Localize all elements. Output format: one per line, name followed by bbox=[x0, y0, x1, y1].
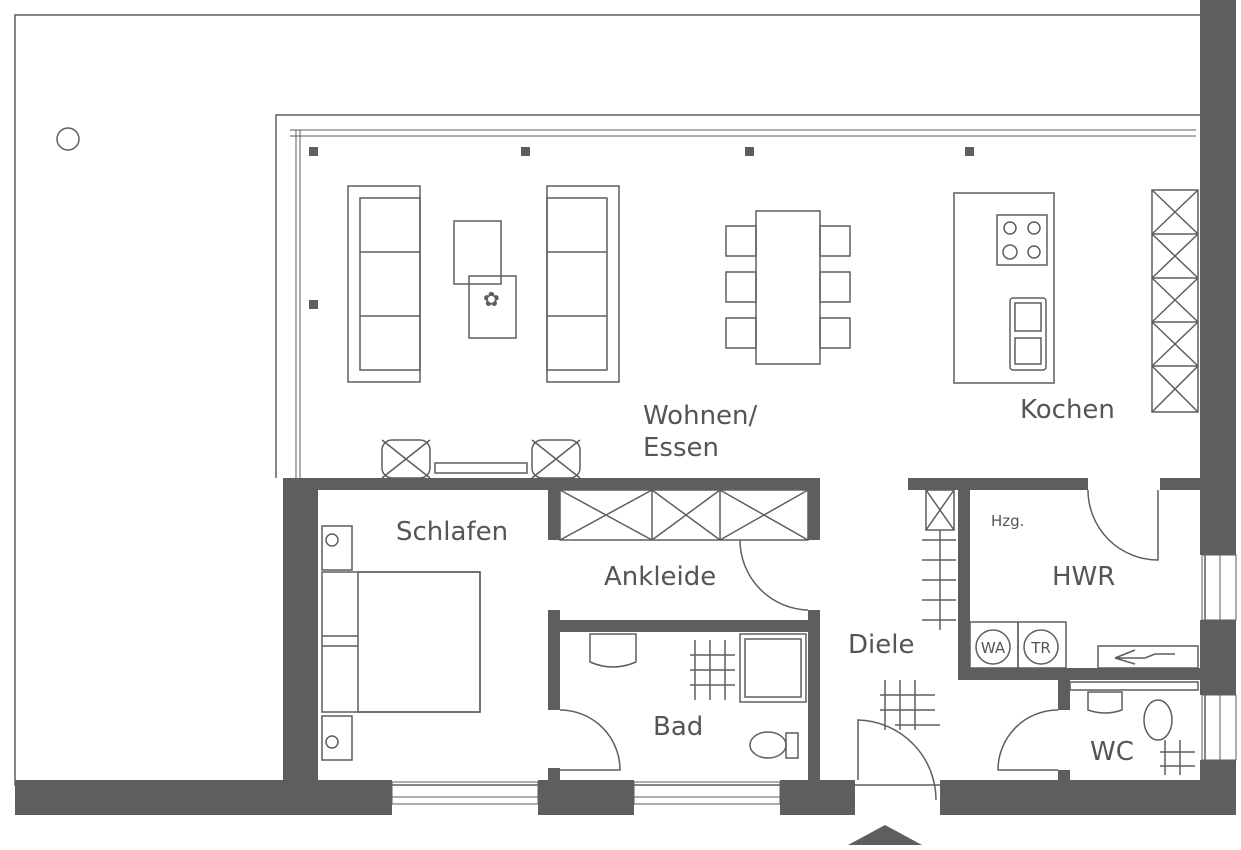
wardrobe bbox=[559, 489, 809, 541]
entrance-arrow-icon bbox=[848, 825, 922, 845]
coffee-table: ✿ bbox=[453, 220, 517, 339]
dryer-label: TR bbox=[1030, 639, 1051, 657]
bath-fixtures bbox=[589, 633, 807, 759]
bed bbox=[321, 525, 481, 761]
columns bbox=[309, 147, 974, 309]
room-label-wohnen-line1: Wohnen/ bbox=[643, 401, 758, 431]
glass-facade bbox=[275, 114, 1200, 478]
hwr-door[interactable] bbox=[1087, 489, 1159, 561]
bad-door[interactable] bbox=[559, 709, 621, 771]
diele-closet bbox=[880, 489, 956, 730]
room-label-hwr: HWR bbox=[1052, 562, 1115, 592]
svg-text:✿: ✿ bbox=[483, 287, 500, 311]
room-label-ankleide: Ankleide bbox=[604, 562, 716, 592]
room-label-bad: Bad bbox=[653, 712, 703, 742]
wc-fixtures bbox=[1069, 681, 1199, 775]
room-label-wc: WC bbox=[1090, 737, 1134, 767]
dryer-icon bbox=[1023, 629, 1059, 665]
terrace-drain bbox=[56, 127, 80, 151]
laundry bbox=[969, 621, 1199, 669]
entrance-door[interactable] bbox=[857, 719, 937, 801]
kitchen-island bbox=[953, 192, 1055, 384]
room-label-wohnen-line2: Essen bbox=[643, 433, 719, 463]
sofa-right bbox=[546, 185, 620, 383]
washer-label: WA bbox=[981, 639, 1006, 657]
sofa-left bbox=[347, 185, 421, 383]
room-label-schlafen: Schlafen bbox=[396, 517, 508, 547]
kitchen-cabinets bbox=[1151, 189, 1199, 413]
heating-label: Hzg. bbox=[991, 512, 1024, 530]
walls bbox=[15, 0, 1236, 815]
room-label-kochen: Kochen bbox=[1020, 395, 1115, 425]
wc-door[interactable] bbox=[997, 709, 1059, 771]
desk-chairs bbox=[381, 439, 581, 479]
window-frame bbox=[290, 129, 1196, 478]
room-label-diele: Diele bbox=[848, 630, 914, 660]
windows bbox=[391, 554, 1237, 805]
dining-table bbox=[725, 210, 851, 365]
ankleide-door[interactable] bbox=[739, 539, 809, 611]
washer-icon bbox=[975, 629, 1011, 665]
